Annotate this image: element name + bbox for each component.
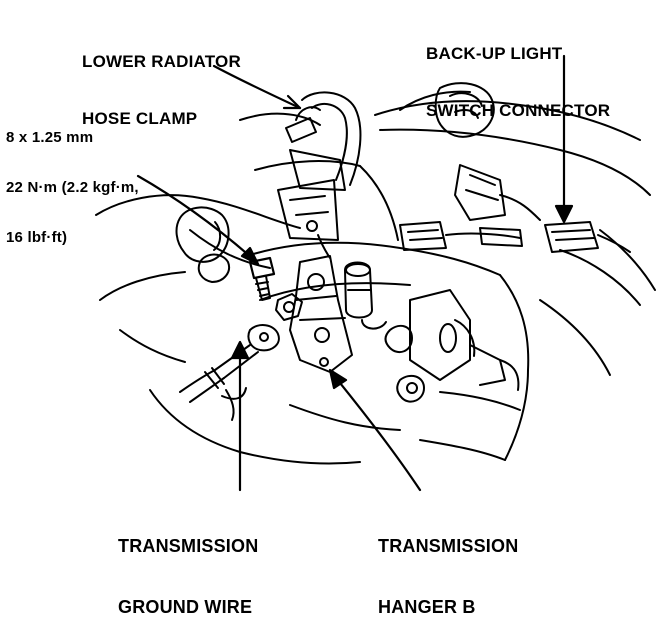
label-transmission-ground-wire: TRANSMISSION GROUND WIRE [118,496,258,637]
nut [275,293,303,321]
diagram-canvas: LOWER RADIATOR HOSE CLAMP BACK-UP LIGHT … [6,6,656,617]
label-bolt-spec: 8 x 1.25 mm 22 N·m (2.2 kgf·m, 16 lbf·ft… [6,96,139,264]
engine-mount [175,206,230,283]
bolt [248,256,276,301]
mount-bracket [409,289,520,391]
label-backup-light-switch-connector: BACK-UP LIGHT SWITCH CONNECTOR [426,6,610,139]
leader-lines [136,54,574,492]
label-line: TRANSMISSION [118,536,259,557]
label-line: SWITCH CONNECTOR [426,101,611,121]
label-line: 16 lbf·ft) [6,229,68,247]
ground-wire [179,324,280,421]
label-lower-radiator-hose-clamp: LOWER RADIATOR HOSE CLAMP [82,14,241,147]
label-line: 22 N·m (2.2 kgf·m, [6,178,139,196]
backup-light-switch-connector [399,221,631,253]
label-line: TRANSMISSION [378,536,519,557]
label-line: HOSE CLAMP [82,109,198,129]
label-line: GROUND WIRE [118,596,253,617]
backup-light-switch [399,82,541,221]
hose-clamp [277,91,362,259]
label-line: LOWER RADIATOR [82,52,241,72]
label-line: BACK-UP LIGHT [426,44,563,64]
lower-fittings [384,324,425,403]
transmission-housing [95,100,656,465]
label-line: 8 x 1.25 mm [6,128,94,146]
mount-post [344,261,387,330]
label-transmission-hanger-b: TRANSMISSION HANGER B [378,496,518,637]
label-line: HANGER B [378,596,476,617]
transmission-illustration [95,54,656,492]
